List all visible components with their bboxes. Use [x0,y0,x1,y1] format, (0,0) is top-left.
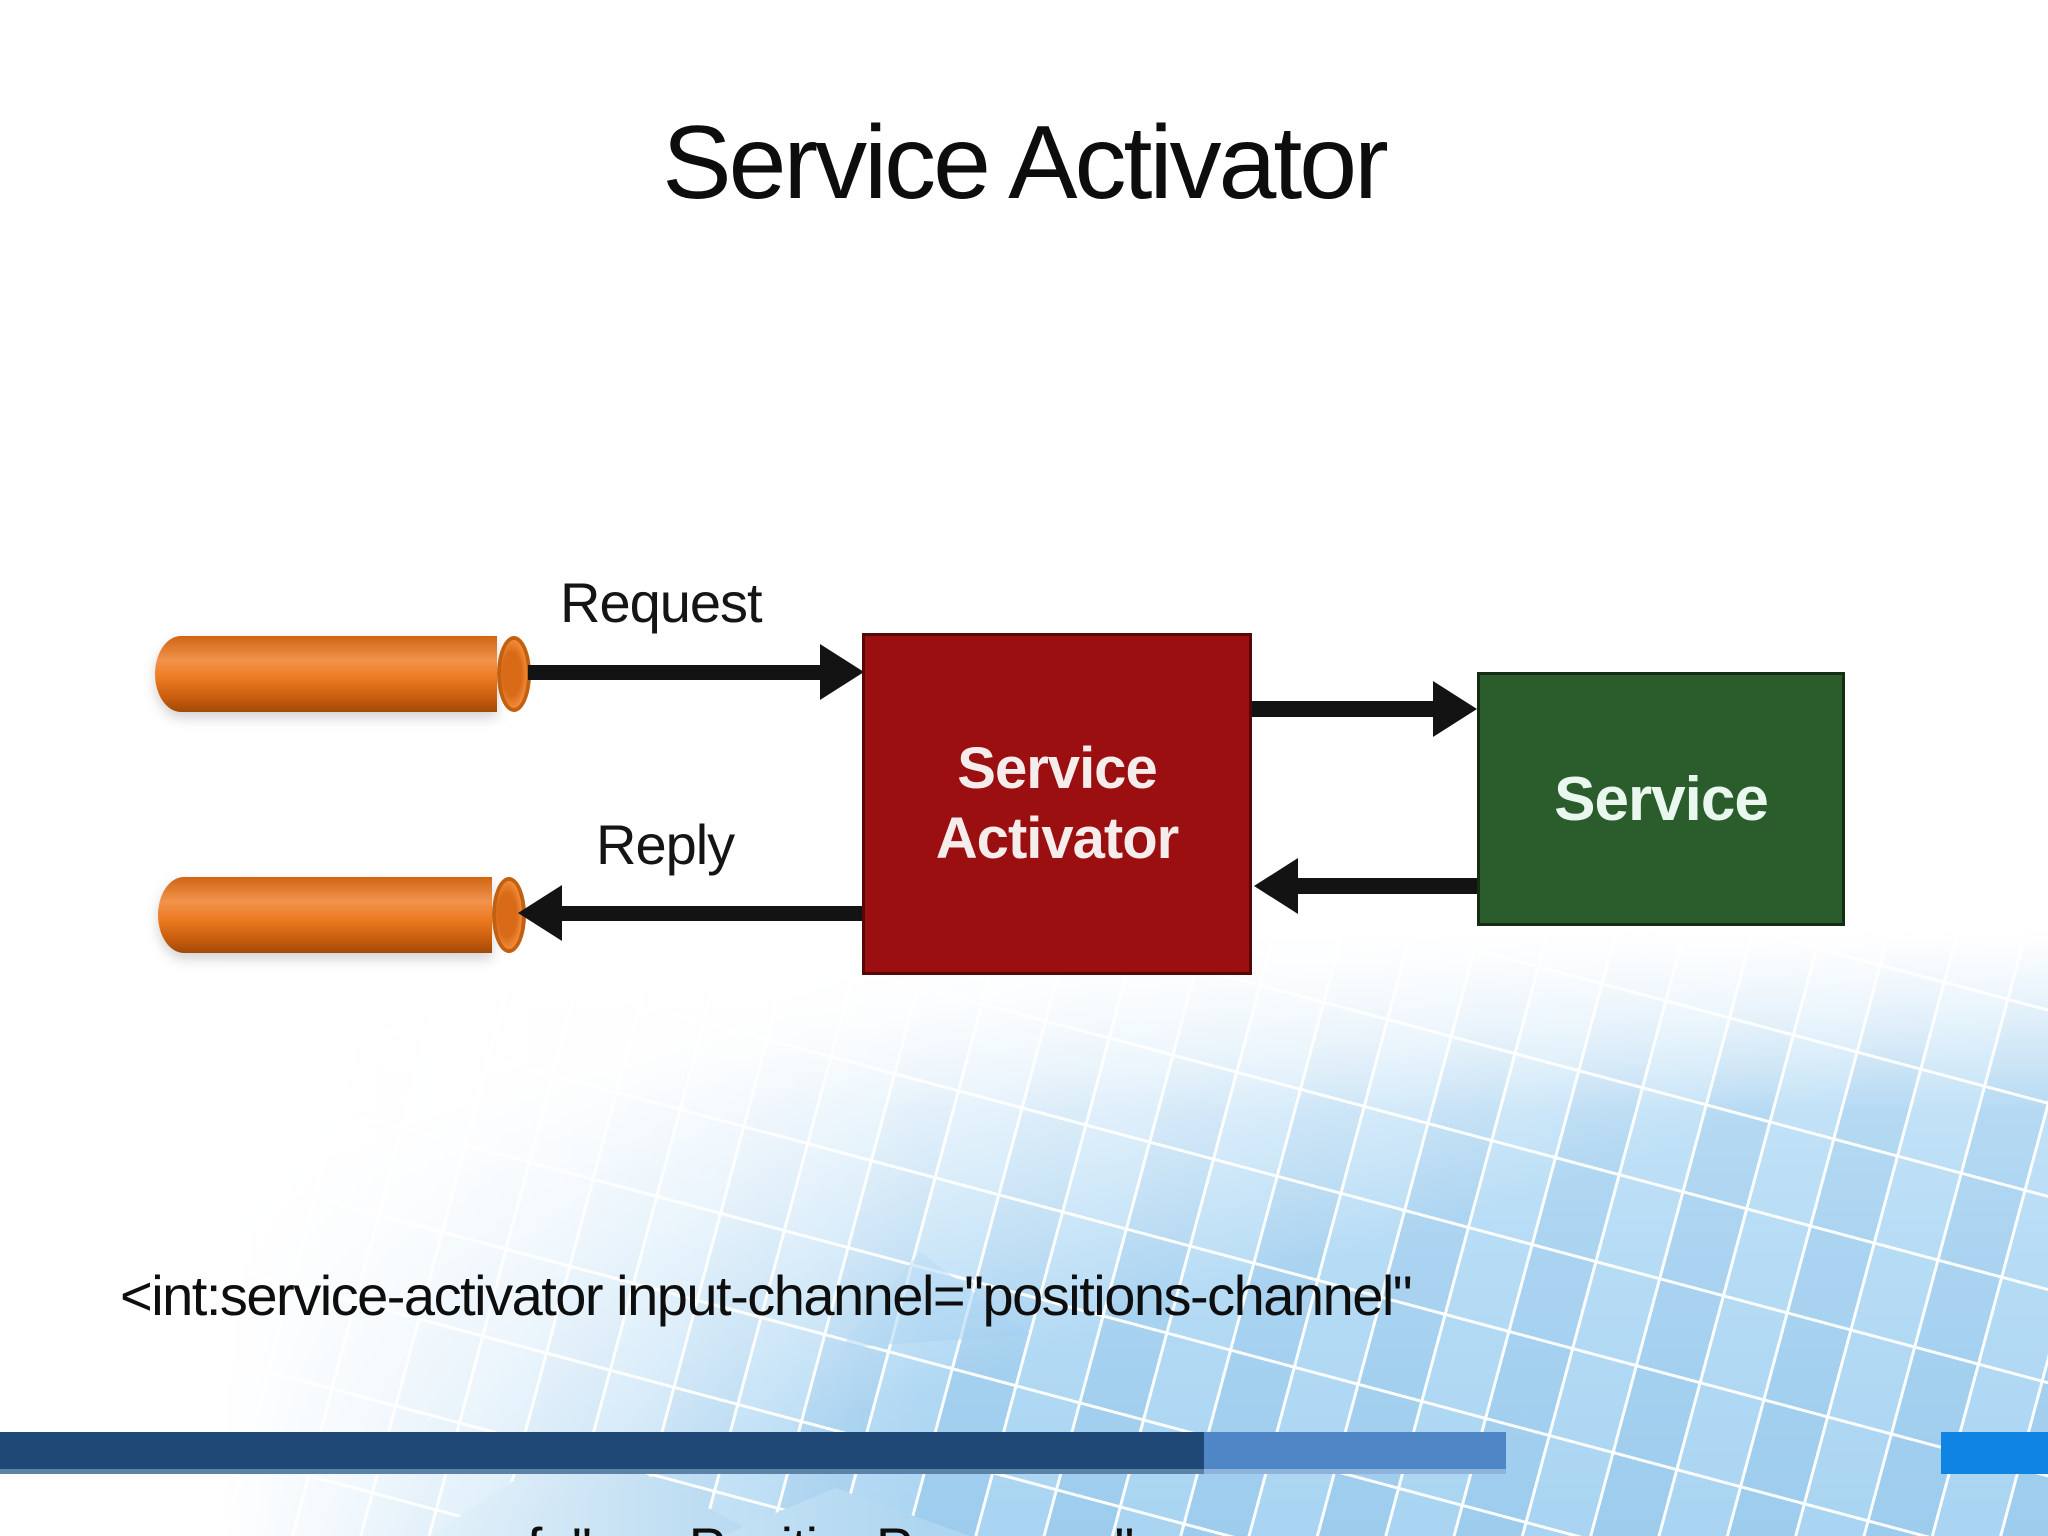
code-line: ref="newPositionProcessor" [120,1506,1411,1536]
service-to-activator-arrowhead-icon [1254,858,1298,914]
reply-channel-pipe [158,877,526,953]
reply-arrowhead-icon [518,885,562,941]
request-arrowhead-icon [820,644,864,700]
service-activator-box-line1: Service [957,736,1157,801]
slide-title: Service Activator [662,105,1389,221]
footer-bar-medium [1204,1432,1506,1474]
request-label: Request [560,571,763,634]
activator-to-service-arrowhead-icon [1433,681,1477,737]
code-line: <int:service-activator input-channel="po… [120,1264,1413,1327]
code-snippet: <int:service-activator input-channel="po… [120,1086,1413,1536]
activator-to-service-arrow-shaft [1252,701,1434,717]
service-activator-box-line2: Activator [935,806,1179,871]
service-to-activator-arrow-shaft [1296,878,1477,894]
footer-bar-dark [0,1432,1204,1474]
pipe-opening [497,636,531,712]
input-channel-pipe [155,636,531,712]
service-activator-box: Service Activator [862,633,1252,975]
request-arrow-shaft [528,665,828,680]
footer-bar-bright [1941,1432,2048,1474]
reply-label: Reply [596,813,735,876]
service-box: Service [1477,672,1845,926]
reply-arrow-shaft [556,906,862,921]
service-box-label: Service [1554,764,1769,834]
